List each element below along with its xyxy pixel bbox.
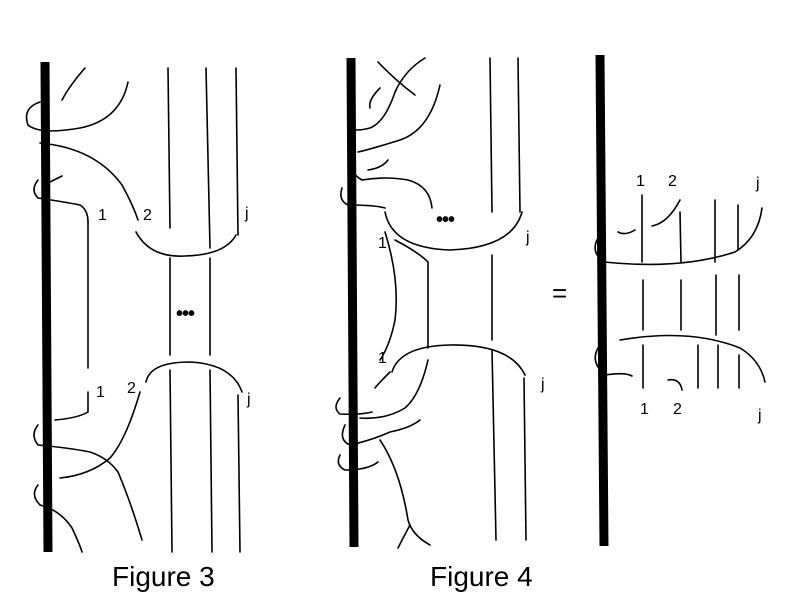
figure-3-strand	[209, 369, 213, 553]
figure-4-strand	[341, 419, 421, 446]
figure-3-strand	[61, 67, 86, 101]
figure-4-strand	[359, 359, 429, 420]
figure-4-right-label: j	[757, 407, 762, 424]
figure-3-strand	[25, 81, 129, 132]
figure-4-right-strand	[679, 211, 682, 263]
figure-3: 1 2 j 1 2 j ••• Figure 3	[25, 61, 251, 592]
figure-4-strand	[368, 87, 381, 109]
figure-4-caption: Figure 4	[430, 561, 533, 592]
figure-4-right-strand	[594, 207, 763, 266]
figure-4-ellipsis: •••	[436, 209, 455, 231]
figure-4-strand	[491, 349, 497, 541]
figure-4-strand	[337, 454, 379, 471]
figure-4-right-pole	[595, 54, 609, 547]
figure-4-strand	[347, 57, 426, 131]
figure-3-ellipsis: •••	[176, 303, 195, 325]
figure-3-cap	[145, 361, 243, 393]
figure-4-right-label: 2	[673, 401, 682, 418]
figure-4-strand	[379, 439, 431, 546]
figure-3-label: 2	[127, 380, 136, 397]
figure-4-strand	[367, 159, 389, 171]
figure-4-right-strand	[619, 334, 766, 383]
figure-3-strand	[54, 391, 89, 421]
figure-3-strand	[59, 391, 141, 479]
figure-4-strand	[379, 231, 398, 361]
figure-4: 1 j 1 j ••• = 1 2 j 1 2 j Figure 4	[335, 54, 766, 592]
figure-3-label: 2	[143, 207, 152, 224]
figure-4-strand	[374, 371, 391, 389]
figure-3-strand	[169, 369, 173, 553]
figure-4-label: 1	[378, 350, 387, 367]
figure-4-label: j	[525, 229, 530, 246]
figure-4-label: j	[540, 376, 545, 393]
figure-4-strand	[394, 239, 429, 349]
figure-4-strand	[335, 397, 373, 416]
figure-4-strand	[357, 84, 441, 153]
figure-4-strand	[489, 57, 493, 213]
figure-3-pole	[40, 61, 53, 553]
figure-3-strand	[235, 67, 239, 236]
figure-3-strand	[33, 484, 83, 553]
figure-4-cup	[384, 211, 523, 251]
figure-3-strand	[205, 67, 211, 249]
figure-4-right-strand	[651, 199, 681, 227]
figure-3-strand	[39, 142, 139, 221]
figure-3-strand	[33, 179, 89, 223]
figure-4-right-strand	[617, 229, 636, 235]
figure-4-strand	[349, 154, 433, 209]
figure-4-right-strand	[594, 347, 633, 377]
figure-3-label: 1	[98, 207, 107, 224]
figure-3-cup	[135, 231, 237, 257]
figure-3-label: j	[244, 205, 249, 222]
figure-3-label: j	[246, 391, 251, 408]
figure-3-strand	[33, 424, 143, 541]
figure-4-strand	[517, 57, 521, 213]
figure-4-strand	[377, 61, 416, 96]
figure-4-right-label: j	[755, 175, 760, 192]
figure-4-strand	[397, 524, 411, 549]
figure-3-strand	[237, 394, 241, 553]
figure-4-strand	[340, 187, 386, 209]
figure-4-cap	[391, 344, 526, 376]
equals-sign: =	[552, 278, 567, 308]
figure-3-strand	[167, 67, 171, 229]
figure-4-right-label: 2	[668, 173, 677, 190]
figure-3-label: 1	[96, 384, 105, 401]
figure-3-caption: Figure 3	[112, 561, 215, 592]
figure-4-right-strand	[667, 378, 683, 391]
figure-4-label: 1	[378, 235, 387, 252]
figure-4-right-label: 1	[636, 173, 645, 190]
figure-3-strand	[47, 175, 63, 184]
figure-4-strand	[523, 377, 527, 541]
figure-4-pole	[346, 57, 359, 548]
figure-4-right-label: 1	[640, 401, 649, 418]
